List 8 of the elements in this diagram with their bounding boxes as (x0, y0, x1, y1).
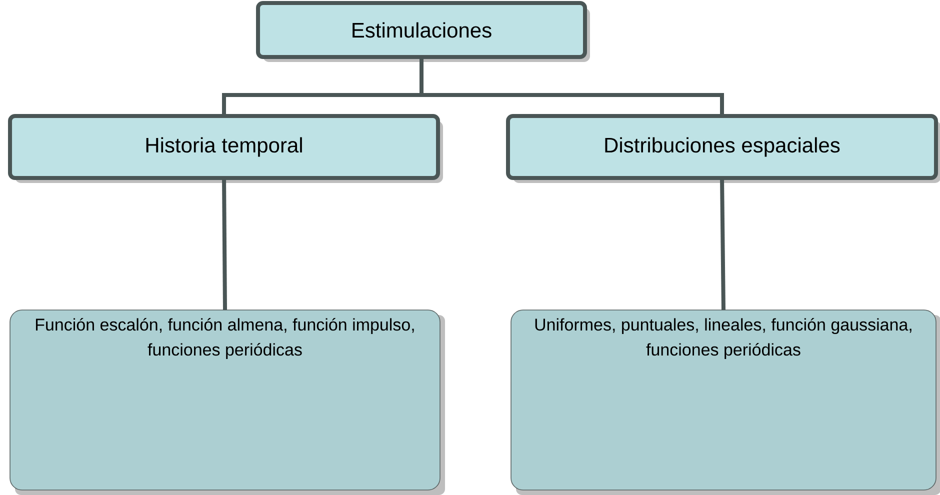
heading-box: Distribuciones espaciales (506, 114, 940, 183)
connector-line (222, 178, 227, 310)
heading-box: Estimulaciones (256, 1, 590, 62)
connector-line (420, 57, 724, 116)
text-box: Función escalón, función almena, función impulso, funciones periódicas (10, 310, 445, 495)
connector-line (720, 178, 726, 310)
text-box: Uniformes, puntuales, lineales, función gaussiana, funciones periódicas (510, 310, 940, 495)
heading-box: Historia temporal (8, 114, 443, 183)
